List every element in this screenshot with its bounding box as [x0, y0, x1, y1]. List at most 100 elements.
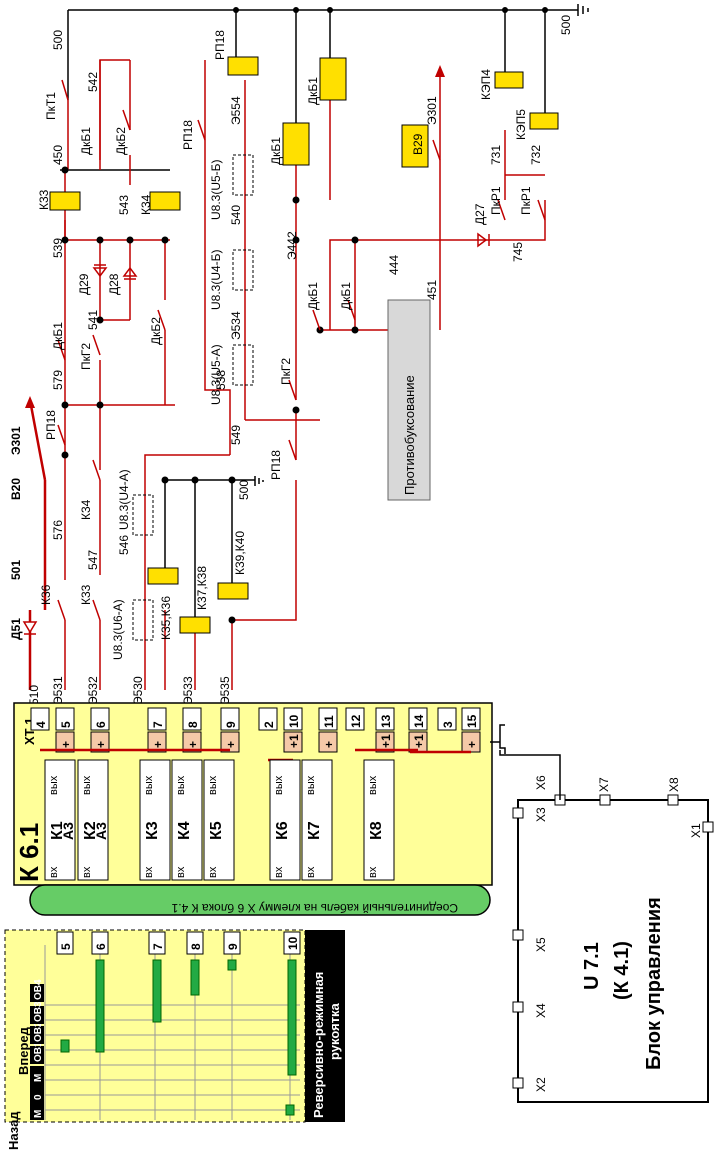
coil-k3738	[179, 616, 211, 634]
channel-label: К3	[144, 821, 161, 840]
connection-cable	[29, 884, 491, 916]
terminal-plus-box	[220, 731, 240, 753]
svg-text:Х6: Х6	[534, 775, 548, 790]
svg-text:543: 543	[117, 195, 131, 215]
handle-wire-box	[91, 931, 109, 955]
coil-kep5	[529, 112, 559, 130]
terminal-plus: +	[151, 741, 165, 748]
pin-in: вх	[273, 866, 285, 878]
svg-text:К36: К36	[39, 584, 53, 605]
channel-label: К1	[49, 821, 66, 840]
svg-text:ДкБ1: ДкБ1	[51, 322, 65, 350]
svg-text:Х4: Х4	[534, 1003, 548, 1018]
svg-text:ДкБ2: ДкБ2	[114, 127, 128, 155]
handle-bar	[95, 959, 105, 1053]
terminal-14	[408, 707, 428, 731]
terminal-label: 14	[412, 714, 426, 728]
pin-in: вх	[81, 866, 93, 878]
diode-d28-icon	[122, 266, 138, 280]
svg-text:К33: К33	[79, 584, 93, 605]
handle-bar	[227, 959, 237, 971]
svg-text:ДкБ2: ДкБ2	[149, 317, 163, 345]
pin-in: вх	[367, 866, 379, 878]
svg-text:444: 444	[387, 255, 401, 275]
terminal-label: 6	[94, 721, 108, 728]
dashed-blocks	[132, 154, 254, 641]
handle-col-label: М	[33, 1110, 44, 1118]
terminal-label: 12	[349, 714, 363, 728]
pin-out: вых	[305, 775, 317, 795]
pin-out: вых	[367, 775, 379, 795]
svg-text:451: 451	[425, 280, 439, 300]
svg-text:546: 546	[117, 535, 131, 555]
svg-text:КЭП5: КЭП5	[514, 109, 528, 140]
terminal-plus-box	[55, 731, 75, 753]
svg-text:Э530: Э530	[131, 676, 145, 705]
wire-labels: 510 Э531 Э532 Э530 Э533 Э535 Д51 501 В20…	[9, 15, 573, 705]
handle-col-box	[30, 1006, 44, 1024]
terminal-plus-box	[283, 731, 303, 753]
diode-d29-icon	[92, 264, 108, 278]
svg-text:U8.3(U4-A): U8.3(U4-A)	[117, 469, 131, 530]
handle-title-box	[305, 930, 345, 1122]
contacts	[57, 79, 546, 621]
diodes	[22, 232, 490, 635]
pin-out: вых	[175, 775, 187, 795]
cu-line2: (К 4.1)	[611, 941, 633, 1000]
terminal-label: 8	[186, 721, 200, 728]
svg-text:501: 501	[9, 560, 23, 580]
svg-text:539: 539	[51, 238, 65, 258]
svg-text:U8.3(U4-Б): U8.3(U4-Б)	[209, 249, 223, 310]
svg-text:U8.3(U5-Б): U8.3(U5-Б)	[209, 159, 223, 220]
terminal-2	[258, 707, 278, 731]
antibuks-label: Противобуксование	[402, 375, 417, 495]
control-unit[interactable]	[517, 799, 709, 1103]
terminal-4	[30, 707, 50, 731]
terminal-plus: +1	[287, 734, 301, 748]
terminal-12	[345, 707, 365, 731]
handle-col-box	[30, 1026, 44, 1044]
terminal-plus: +	[224, 741, 238, 748]
channel-label: К4	[176, 821, 193, 840]
svg-text:Э442: Э442	[285, 231, 299, 260]
svg-text:Х8: Х8	[667, 777, 681, 792]
pin-in: вх	[207, 866, 219, 878]
channel-label: К7	[306, 821, 323, 840]
channel-К6	[269, 759, 301, 881]
svg-text:ДкБ1: ДкБ1	[79, 127, 93, 155]
terminal-label: 9	[224, 721, 238, 728]
terminal-label: 7	[151, 721, 165, 728]
cu-line3: Блок управления	[643, 897, 665, 1070]
pin-in: вх	[175, 866, 187, 878]
svg-text:РП18: РП18	[181, 120, 195, 150]
coil-k33	[49, 191, 81, 211]
terminal-plus-box	[318, 731, 338, 753]
svg-text:Д28: Д28	[107, 273, 121, 295]
terminal-6	[90, 707, 110, 731]
handle-col-box	[30, 1046, 44, 1064]
handle-title2: рукоятка	[327, 1002, 342, 1060]
handle-col-label: ОВ4	[33, 979, 44, 1000]
svg-text:Д29: Д29	[77, 273, 91, 295]
svg-text:КЭП4: КЭП4	[479, 69, 493, 100]
handle-col-label: ОВ2	[33, 1021, 44, 1042]
coil-kep4	[494, 71, 524, 89]
handle-bar	[60, 1039, 70, 1053]
svg-text:549: 549	[229, 425, 243, 445]
channel-sub: А3	[60, 822, 76, 840]
cu-pins: Х2 Х3 Х4 Х5 Х6 Х7 Х8 Х1	[534, 775, 703, 1092]
channel-sub: А3	[93, 822, 109, 840]
handle-bar	[152, 959, 162, 1023]
svg-text:ДкБ1: ДкБ1	[306, 77, 320, 105]
channel-label: К5	[208, 821, 225, 840]
svg-text:547: 547	[86, 550, 100, 570]
channel-К5	[203, 759, 235, 881]
channel-label: К6	[274, 821, 291, 840]
channel-label: К8	[368, 821, 385, 840]
terminal-11	[318, 707, 338, 731]
terminal-plus-box	[182, 731, 202, 753]
svg-text:Х1: Х1	[689, 823, 703, 838]
handle-wire-label: 8	[189, 943, 203, 950]
